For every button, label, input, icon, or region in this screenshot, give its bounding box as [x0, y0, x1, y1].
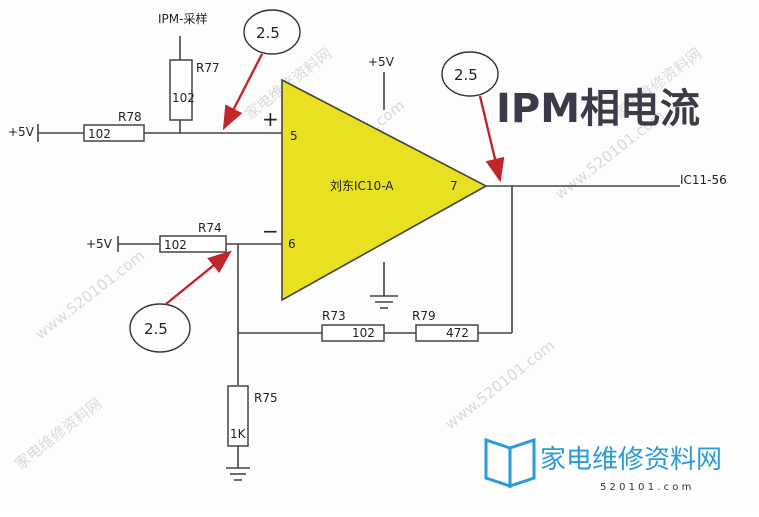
vcc-top-label: +5V [368, 55, 395, 69]
r79-value: 472 [446, 326, 469, 340]
resistor-r73 [321, 324, 385, 342]
pin-out: 7 [450, 179, 458, 193]
callouts: 2.5 2.5 2.5 [129, 9, 505, 353]
r77-value: 102 [172, 91, 195, 105]
r75-value: 1K [230, 427, 247, 441]
r73-value: 102 [352, 326, 375, 340]
watermark-site-1: www.520101.com [31, 246, 148, 343]
pin-minus: 6 [288, 237, 296, 251]
brand-url: 5 2 0 1 0 1 . c o m [600, 482, 691, 493]
r73-name: R73 [322, 309, 346, 323]
watermark-site-3: www.520101.com [441, 336, 558, 433]
r78-name: R78 [118, 110, 142, 124]
resistor-bodies [83, 59, 479, 447]
callout-3-arrow [165, 250, 232, 305]
r79-name: R79 [412, 309, 436, 323]
vcc-label-1: +5V [8, 125, 35, 139]
resistor-r74 [159, 235, 227, 253]
r77-name: R77 [196, 61, 220, 75]
r74-name: R74 [198, 221, 222, 235]
resistor-r77 [169, 59, 193, 121]
brand-name: 家电维修资料网 [540, 445, 722, 475]
callout-2-text: 2.5 [454, 66, 478, 84]
output-net-label: IC11-56 [680, 173, 727, 187]
watermark-brand-3: 家电维修资料网 [11, 394, 105, 473]
ground-icon [226, 295, 398, 481]
page-title: IPM相电流 [496, 86, 700, 132]
callout-1-text: 2.5 [256, 24, 280, 42]
opamp-label: 刘东IC10-A [330, 179, 394, 193]
callout-3-text: 2.5 [144, 320, 168, 338]
opamp-plus-sign: + [262, 107, 279, 131]
wires [37, 36, 680, 468]
callout-2-arrow [478, 95, 505, 183]
opamp-triangle [281, 78, 488, 302]
resistor-r78 [83, 124, 145, 142]
callout-1-arrow [222, 53, 264, 131]
vcc-label-2: +5V [86, 237, 113, 251]
resistor-r75 [227, 385, 249, 447]
book-icon [484, 437, 536, 489]
opamp-minus-sign: − [262, 219, 279, 243]
ipm-sample-label: IPM-采样 [158, 11, 207, 26]
pin-plus: 5 [290, 129, 298, 143]
r78-value: 102 [88, 127, 111, 141]
r75-name: R75 [254, 391, 278, 405]
resistor-r79 [415, 324, 479, 342]
r74-value: 102 [164, 238, 187, 252]
